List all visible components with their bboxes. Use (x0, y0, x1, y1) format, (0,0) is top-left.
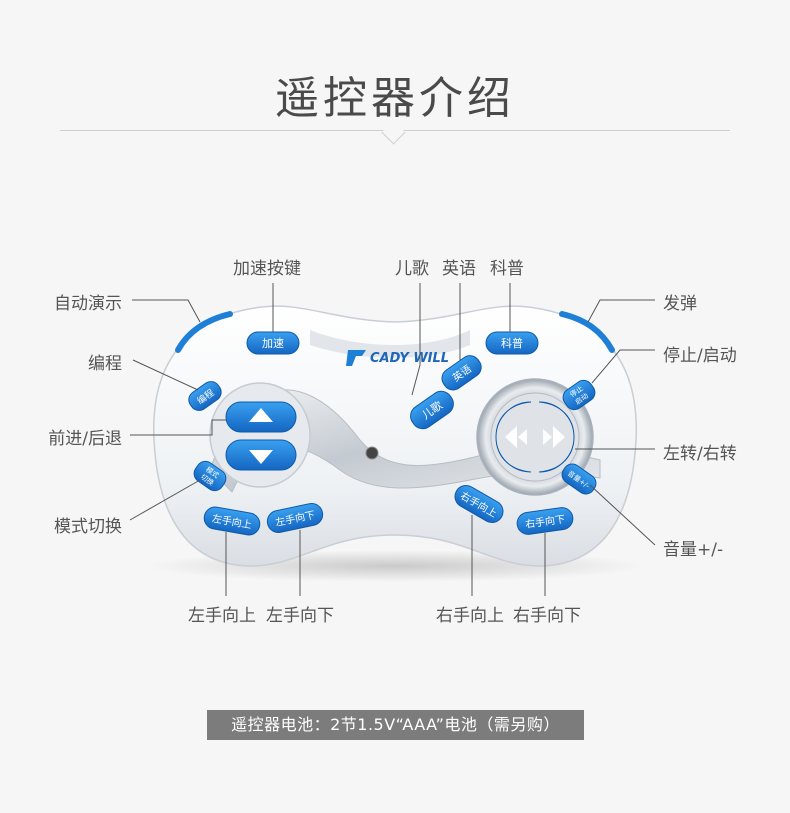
turn-right-button[interactable] (538, 401, 575, 473)
english-button[interactable]: 英语 (438, 352, 485, 394)
label-science: 科普 (490, 259, 524, 279)
science-button-label: 科普 (501, 336, 523, 350)
battery-note: 遥控器电池：2节1.5V“AAA”电池（需另购） (207, 710, 584, 740)
indicator-light (365, 446, 379, 460)
label-english: 英语 (442, 259, 476, 279)
fire-bumper[interactable] (559, 311, 615, 353)
stop-start-button[interactable]: 停止 启动 (560, 377, 599, 413)
label-program: 编程 (88, 354, 122, 374)
left-hand-up-button[interactable]: 左手向上 (203, 505, 262, 536)
arrow-down-icon (249, 450, 273, 464)
turn-left-button[interactable] (495, 401, 532, 473)
label-right-hand-up: 右手向上 (436, 606, 504, 626)
label-accelerate: 加速按键 (233, 259, 301, 279)
label-mode-switch: 模式切换 (54, 517, 122, 537)
auto-demo-bumper[interactable] (175, 311, 233, 353)
label-fire: 发弹 (663, 294, 697, 314)
callout-lines (129, 283, 656, 596)
forward-button[interactable] (225, 401, 297, 433)
arrow-left-icon (505, 426, 517, 448)
program-button[interactable]: 编程 (185, 378, 224, 414)
left-pad-well (209, 382, 311, 488)
label-volume: 音量+/- (663, 540, 724, 560)
page-title: 遥控器介绍 (275, 73, 515, 124)
nursery-button[interactable]: 儿歌 (406, 387, 457, 433)
label-left-hand-down: 左手向下 (266, 606, 334, 626)
arrow-right-icon (553, 426, 565, 448)
backward-button[interactable] (225, 439, 297, 471)
science-button[interactable]: 科普 (485, 331, 539, 355)
brand-text: CADY WILL (370, 351, 449, 366)
brand-logo: CADY WILL (346, 350, 449, 366)
volume-button[interactable]: 音量+/- (559, 460, 600, 497)
label-left-hand-up: 左手向上 (188, 606, 256, 626)
right-hand-down-button[interactable]: 右手向下 (516, 506, 575, 536)
left-hand-down-button[interactable]: 左手向下 (265, 501, 324, 534)
label-nursery: 儿歌 (395, 259, 429, 279)
label-left-right: 左转/右转 (663, 444, 737, 464)
controller-body (153, 305, 637, 567)
label-right-hand-down: 右手向下 (513, 606, 581, 626)
mode-switch-button[interactable]: 模式 切换 (191, 458, 230, 494)
arrow-up-icon (249, 408, 273, 422)
label-stop-start: 停止/启动 (663, 346, 737, 366)
label-forward-back: 前进/后退 (48, 429, 122, 449)
speed-button-label: 加速 (262, 337, 284, 350)
label-auto-demo: 自动演示 (54, 294, 122, 314)
right-dial-well (490, 392, 580, 482)
speed-button[interactable]: 加速 (246, 331, 300, 355)
